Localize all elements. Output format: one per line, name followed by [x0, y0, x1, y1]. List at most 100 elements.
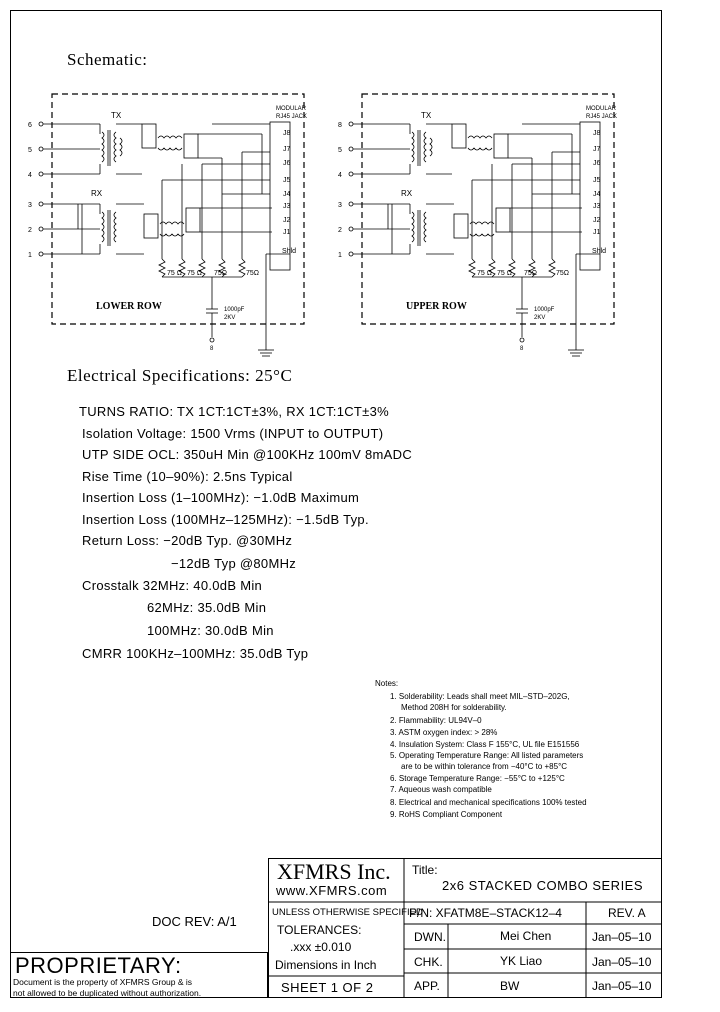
title-block-grid [268, 858, 662, 998]
spec-return-loss-1: Return Loss: −20dB Typ. @30MHz [82, 533, 293, 548]
spec-cmrr: CMRR 100KHz–100MHz: 35.0dB Typ [82, 646, 309, 661]
upper-row-block [348, 93, 615, 357]
lower-row-label: LOWER ROW [96, 301, 162, 312]
rx-label-lower: RX [91, 189, 103, 198]
left-pin-lower-1: 1 [28, 252, 32, 259]
note-5: 5. Operating Temperature Range: All list… [390, 751, 584, 760]
tx-label-lower: TX [111, 111, 122, 120]
left-pin-lower-2: 2 [28, 227, 32, 234]
cap-voltage-lower: 2KV [224, 315, 235, 321]
left-pin-upper-4: 4 [338, 172, 342, 179]
spec-crosstalk-1: Crosstalk 32MHz: 40.0dB Min [82, 578, 263, 593]
spec-return-loss-2: −12dB Typ @80MHz [171, 556, 297, 571]
schematic-title: Schematic: [67, 50, 148, 69]
chk-name: YK Liao [500, 954, 543, 968]
title-label: Title: [412, 863, 438, 877]
spec-isolation: Isolation Voltage: 1500 Vrms (INPUT to O… [82, 426, 384, 441]
left-pin-upper-2: 2 [338, 227, 342, 234]
upper-row-label: UPPER ROW [406, 301, 467, 312]
note-9: 9. RoHS Compliant Component [390, 810, 503, 819]
cap-pin-lower: 8 [210, 346, 214, 352]
electrical-title: Electrical Specifications: 25°C [67, 366, 293, 385]
left-pin-upper-8: 8 [338, 122, 342, 129]
proprietary-line-1: Document is the property of XFMRS Group … [13, 977, 193, 987]
cap-value-lower: 1000pF [224, 307, 245, 313]
pin-j7-lower: J7 [283, 146, 291, 153]
company-website: www.XFMRS.com [276, 883, 388, 898]
note-5-cont: are to be within tolerance from −40°C to… [401, 762, 568, 771]
note-1: 1. Solderability: Leads shall meet MIL–S… [390, 692, 570, 701]
pin-j3-upper: J3 [593, 203, 601, 210]
pin-j2-lower: J2 [283, 217, 291, 224]
pin-j2-upper: J2 [593, 217, 601, 224]
tolerance-line-3: .xxx ±0.010 [290, 940, 352, 954]
left-pin-upper-5: 5 [338, 147, 342, 154]
chk-date: Jan–05–10 [592, 955, 652, 969]
resistor-lower-2: 75 Ω [187, 270, 202, 277]
jack-label-lower-1: MODULAR [276, 106, 307, 112]
note-7: 7. Aqueous wash compatible [390, 785, 492, 794]
company-name: XFMRS Inc. [277, 859, 391, 884]
proprietary-box [10, 952, 268, 998]
note-1-cont: Method 208H for solderability. [401, 703, 507, 712]
resistor-upper-1: 75 Ω [477, 270, 492, 277]
pin-j6-lower: J6 [283, 160, 291, 167]
note-2: 2. Flammability: UL94V–0 [390, 716, 482, 725]
lower-row-block [38, 93, 305, 357]
left-pin-lower-3: 3 [28, 202, 32, 209]
dwn-date: Jan–05–10 [592, 930, 652, 944]
revision: REV. A [608, 906, 646, 920]
schematic-diagram: TX RX MODULAR RJ45 JACK J8 J7 J6 J5 J4 J… [28, 93, 617, 357]
resistor-upper-4: 75Ω [556, 270, 569, 277]
app-label: APP. [414, 979, 440, 993]
rx-label-upper: RX [401, 189, 413, 198]
spec-insertion-loss-1: Insertion Loss (1–100MHz): −1.0dB Maximu… [82, 490, 360, 505]
tolerance-line-1: UNLESS OTHERWISE SPECIFIED [272, 907, 423, 918]
pin-j7-upper: J7 [593, 146, 601, 153]
proprietary-title: PROPRIETARY: [15, 953, 182, 978]
pin-j4-upper: J4 [593, 191, 601, 198]
cap-value-upper: 1000pF [534, 307, 555, 313]
pin-j5-lower: J5 [283, 177, 291, 184]
dwn-label: DWN. [414, 930, 446, 944]
resistor-upper-3: 75Ω [524, 270, 537, 277]
tx-label-upper: TX [421, 111, 432, 120]
left-pin-upper-1: 1 [338, 252, 342, 259]
note-3: 3. ASTM oxygen index: > 28% [390, 728, 498, 737]
pin-j6-upper: J6 [593, 160, 601, 167]
tolerance-line-2: TOLERANCES: [277, 923, 362, 937]
left-pin-lower-5: 5 [28, 147, 32, 154]
cap-voltage-upper: 2KV [534, 315, 545, 321]
dwn-name: Mei Chen [500, 929, 552, 943]
left-pin-lower-6: 6 [28, 122, 32, 129]
resistor-lower-1: 75 Ω [167, 270, 182, 277]
pin-j5-upper: J5 [593, 177, 601, 184]
note-4: 4. Insulation System: Class F 155°C, UL … [390, 740, 580, 749]
pin-j8-lower: J8 [283, 130, 291, 137]
proprietary-line-2: not allowed to be duplicated without aut… [13, 988, 202, 998]
pin-j3-lower: J3 [283, 203, 291, 210]
jack-label-upper-2: RJ45 JACK [586, 114, 617, 120]
app-name: BW [500, 979, 520, 993]
chk-label: CHK. [414, 955, 443, 969]
spec-crosstalk-3: 100MHz: 30.0dB Min [147, 623, 274, 638]
pin-j1-lower: J1 [283, 229, 291, 236]
note-6: 6. Storage Temperature Range: −55°C to +… [390, 774, 565, 783]
title-value: 2x6 STACKED COMBO SERIES [442, 878, 644, 893]
app-date: Jan–05–10 [592, 979, 652, 993]
pin-shld-lower: Shld [282, 248, 296, 255]
spec-ocl: UTP SIDE OCL: 350uH Min @100KHz 100mV 8m… [82, 447, 413, 462]
pin-shld-upper: Shld [592, 248, 606, 255]
spec-turns-ratio: TURNS RATIO: TX 1CT:1CT±3%, RX 1CT:1CT±3… [79, 404, 389, 419]
jack-label-lower-2: RJ45 JACK [276, 114, 307, 120]
notes-title: Notes: [375, 679, 399, 688]
spec-insertion-loss-2: Insertion Loss (100MHz–125MHz): −1.5dB T… [82, 512, 369, 527]
spec-crosstalk-2: 62MHz: 35.0dB Min [147, 600, 267, 615]
note-8: 8. Electrical and mechanical specificati… [390, 798, 587, 807]
resistor-lower-3: 75Ω [214, 270, 227, 277]
pin-j4-lower: J4 [283, 191, 291, 198]
resistor-lower-4: 75Ω [246, 270, 259, 277]
cap-pin-upper: 8 [520, 346, 524, 352]
spec-rise-time: Rise Time (10–90%): 2.5ns Typical [82, 469, 293, 484]
tolerance-line-4: Dimensions in Inch [275, 958, 377, 972]
